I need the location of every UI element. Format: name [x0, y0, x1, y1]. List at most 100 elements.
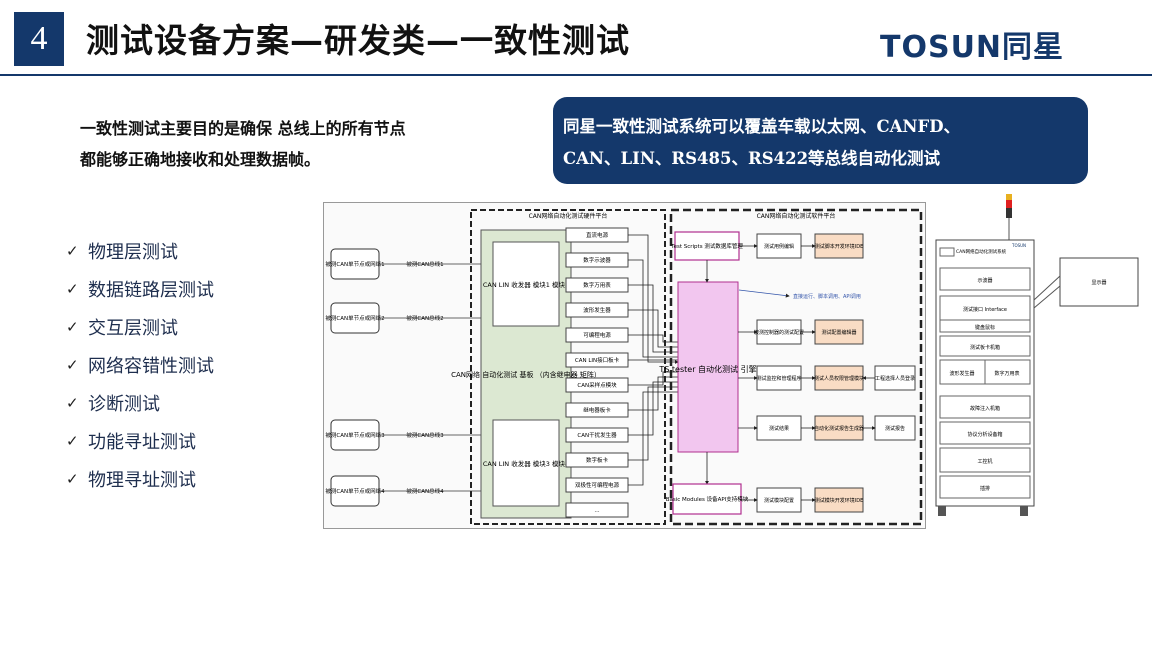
page-title: 测试设备方案—研发类—一致性测试: [86, 21, 630, 60]
sw-block: [756, 415, 802, 441]
instrument-label: CAN LIN接口板卡: [575, 356, 620, 364]
monitor-box: [1059, 257, 1139, 307]
basic-modules-label: Basic Modules 设备API支持模块: [666, 495, 749, 503]
instrument-label: 波形发生器: [583, 306, 611, 314]
list-item: ✓物理寻址测试: [66, 460, 214, 498]
rack-slot: [939, 295, 1031, 321]
sw-block-label: 自动化测试报告生成器: [814, 425, 864, 432]
callout-line-2: CAN、LIN、RS485、RS422等总线自动化测试: [563, 149, 941, 168]
callout-line-1: 同星一致性测试系统可以覆盖车载以太网、CANFD、: [563, 117, 961, 136]
wheel-icon: [1020, 506, 1028, 516]
section-number: 4: [30, 20, 48, 57]
header-divider: [0, 74, 1152, 76]
list-item-label: 物理寻址测试: [88, 470, 196, 491]
wheel-icon: [938, 506, 946, 516]
brand-logo: TOSUN同星: [880, 30, 1065, 65]
rack-slot-label: 测试接口 Interface: [963, 306, 1007, 313]
sw-block-label: 测试结果: [769, 425, 789, 432]
check-icon: ✓: [66, 242, 79, 260]
list-item: ✓网络容错性测试: [66, 346, 214, 384]
rack-slot: [939, 475, 1031, 499]
list-item-label: 物理层测试: [88, 242, 178, 263]
instrument-label: CAN采样点模块: [577, 381, 617, 389]
rack-slot: [939, 319, 1031, 333]
monitor-label: 显示器: [1091, 280, 1106, 286]
instrument-label: ...: [594, 508, 599, 514]
intro-line-2: 都能够正确地接收和处理数据帧。: [80, 150, 321, 169]
check-icon: ✓: [66, 432, 79, 450]
rack-brand: TOSUN: [1011, 243, 1026, 248]
sw-block: [874, 415, 916, 441]
instrument-box: [565, 502, 629, 518]
rack-slot: [939, 395, 1031, 419]
backplane-label: CAN网络 自动化测试 基板 （内含继电器 矩阵）: [451, 370, 601, 379]
sw-block: [756, 365, 802, 391]
sw-block: [756, 487, 802, 513]
sw-platform-frame: [669, 208, 923, 526]
sw-platform-label: CAN网络自动化测试软件平台: [757, 212, 836, 220]
rack-slot: [939, 267, 1031, 291]
transceiver-module-1-2: [492, 241, 560, 327]
test-type-list: ✓ 物理层测试 ✓数据链路层测试 ✓交互层测试 ✓网络容错性测试 ✓ 诊断测试 ✓功…: [66, 232, 214, 498]
list-item: ✓数据链路层测试: [66, 270, 214, 308]
sw-block: [756, 319, 802, 345]
instrument-label: 直流电源: [586, 231, 609, 239]
rack-slot: [939, 359, 986, 385]
sw-block-label: 测试脚本开发环境IDE: [815, 243, 864, 250]
rack-slot-label: 故障注入机箱: [970, 405, 1000, 412]
dut-node-1: 被测CAN单节点或网络1 被测CAN总线1: [325, 248, 481, 280]
dut-node-label: 被测CAN单节点或网络3: [325, 431, 385, 439]
sw-block-label: 测试人员权限管理模块: [814, 375, 864, 382]
transceiver-label: CAN LIN 收发器 模块3 模块4: [483, 459, 569, 468]
sw-block: [874, 365, 916, 391]
sw-block-label: 测试模块开发环境IDE: [815, 497, 864, 504]
transceiver-label: CAN LIN 收发器 模块1 模块2: [483, 280, 569, 289]
callout-box: 同星一致性测试系统可以覆盖车载以太网、CANFD、 CAN、LIN、RS485、…: [553, 97, 1088, 184]
rack-slot-label: 示波器: [977, 277, 992, 284]
list-item-label: 诊断测试: [88, 394, 160, 415]
rack-slot-label: 键盘鼠标: [975, 324, 995, 331]
rack-slot: [939, 447, 1031, 473]
list-item: ✓交互层测试: [66, 308, 214, 346]
rack-slot-label: 波形发生器: [949, 370, 974, 377]
software-blocks: 测试用例编辑 测试脚本开发环境IDE 被测控制器的测试配置 测试配置编辑器 测试…: [754, 233, 916, 513]
test-rack-illustration: CAN网络自动化测试系统 TOSUN 示波器 测试接口 Interface 键盘…: [935, 194, 1139, 516]
sw-block-label: 测试报告: [885, 425, 905, 432]
dut-node-label: 被测CAN单节点或网络2: [325, 314, 384, 322]
list-item: ✓ 物理层测试: [66, 232, 214, 270]
instrument-label: 数字板卡: [586, 456, 609, 464]
dut-node-label: 被测CAN单节点或网络4: [325, 487, 385, 495]
transceiver-module-3-4: [492, 419, 560, 507]
instrument-label: 继电器板卡: [583, 406, 611, 414]
sw-block-label: 测试用例编辑: [764, 243, 794, 250]
test-system-architecture-diagram: CAN网络自动化测试硬件平台 CAN网络自动化测试软件平台 被测CAN单节点或网…: [323, 202, 926, 529]
rack-slot-label: 数字万用表: [994, 370, 1019, 377]
sw-block-label: 工程选择人员登录: [875, 375, 915, 382]
check-icon: ✓: [66, 318, 79, 336]
list-item: ✓功能寻址测试: [66, 422, 214, 460]
dut-node-label: 被测CAN单节点或网络1: [325, 260, 384, 268]
sw-block: [814, 415, 864, 441]
hw-platform-label: CAN网络自动化测试硬件平台: [529, 212, 608, 220]
sw-block: [814, 365, 864, 391]
instrument-label: CAN干扰发生器: [577, 431, 617, 439]
dut-node-2: 被测CAN单节点或网络2 被测CAN总线2: [325, 302, 481, 334]
instrument-label: 数字万用表: [583, 281, 611, 289]
rack-slot: [939, 421, 1031, 445]
rack-slot-label: 插排: [980, 485, 990, 492]
check-icon: ✓: [66, 356, 79, 374]
sw-block-label: 测试模块配置: [764, 497, 794, 504]
dut-node-3: 被测CAN单节点或网络3 被测CAN总线3: [325, 419, 481, 451]
rack-slot: [939, 335, 1031, 357]
sw-block-label: 测试配置编辑器: [821, 329, 856, 336]
rack-header-label: CAN网络自动化测试系统: [956, 248, 1007, 255]
check-icon: ✓: [66, 280, 79, 298]
rack-slot-label: 工控机: [977, 458, 992, 465]
test-scripts-label: Test Scripts 测试数据库管理: [670, 242, 743, 250]
instrument-label: 可编程电源: [583, 331, 611, 339]
check-icon: ✓: [66, 394, 79, 412]
run-note: 直接运行、脚本调用、API调用: [793, 293, 861, 300]
instrument-label: 数字示波器: [583, 256, 611, 264]
section-number-badge: 4: [14, 12, 64, 66]
rack-slot: [984, 359, 1031, 385]
